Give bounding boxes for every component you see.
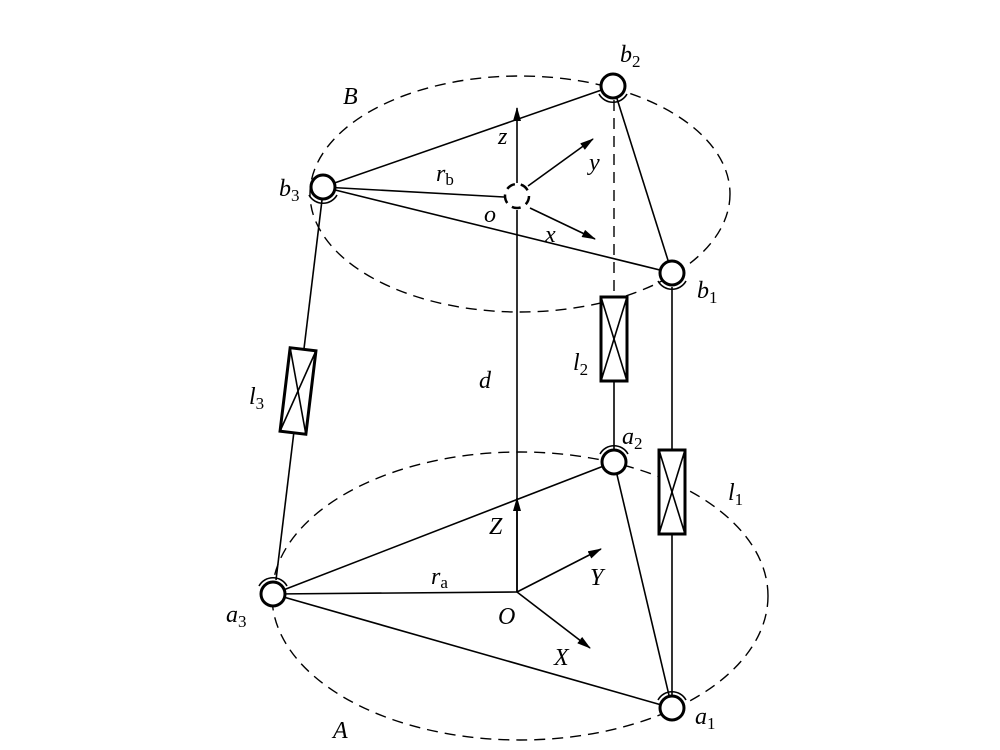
lower-triangle bbox=[272, 461, 673, 709]
x-arrow bbox=[529, 207, 596, 240]
x-arrow-X bbox=[516, 591, 591, 649]
label-b2: b2 bbox=[620, 42, 641, 71]
joint-a1 bbox=[657, 691, 687, 722]
leg-l2 bbox=[599, 100, 629, 450]
label-ra: ra bbox=[431, 564, 448, 592]
label-b3: b3 bbox=[279, 176, 300, 205]
label-Z: Z bbox=[489, 514, 503, 540]
upper-triangle bbox=[322, 85, 673, 274]
joint-a2 bbox=[599, 445, 629, 476]
label-a2: a2 bbox=[622, 424, 643, 453]
label-l1: l1 bbox=[728, 480, 743, 509]
label-l3: l3 bbox=[249, 384, 264, 413]
label-l2: l2 bbox=[573, 350, 588, 379]
label-a3: a3 bbox=[226, 602, 247, 631]
label-x: x bbox=[544, 222, 556, 248]
y-arrow bbox=[527, 138, 594, 187]
label-A: A bbox=[331, 718, 348, 744]
origin-o-dashed-icon bbox=[503, 182, 531, 210]
label-B: B bbox=[343, 84, 358, 110]
joint-a3 bbox=[258, 577, 288, 608]
lower-base-circle bbox=[271, 451, 769, 741]
joint-b2 bbox=[598, 72, 628, 103]
label-X: X bbox=[553, 645, 570, 671]
label-y: y bbox=[587, 150, 600, 176]
label-Y: Y bbox=[590, 565, 606, 591]
label-o: o bbox=[484, 202, 496, 228]
label-a1: a1 bbox=[695, 704, 716, 733]
label-b1: b1 bbox=[697, 278, 718, 307]
leg-l3 bbox=[275, 199, 323, 581]
label-O: O bbox=[498, 604, 515, 630]
upper-platform-circle bbox=[309, 75, 731, 313]
label-z: z bbox=[497, 124, 508, 150]
joint-b3 bbox=[308, 173, 338, 204]
label-rb: rb bbox=[436, 161, 454, 189]
y-arrow-Y bbox=[516, 548, 602, 593]
label-d: d bbox=[479, 368, 492, 394]
joint-b1 bbox=[657, 259, 687, 290]
leg-l1 bbox=[657, 287, 687, 695]
